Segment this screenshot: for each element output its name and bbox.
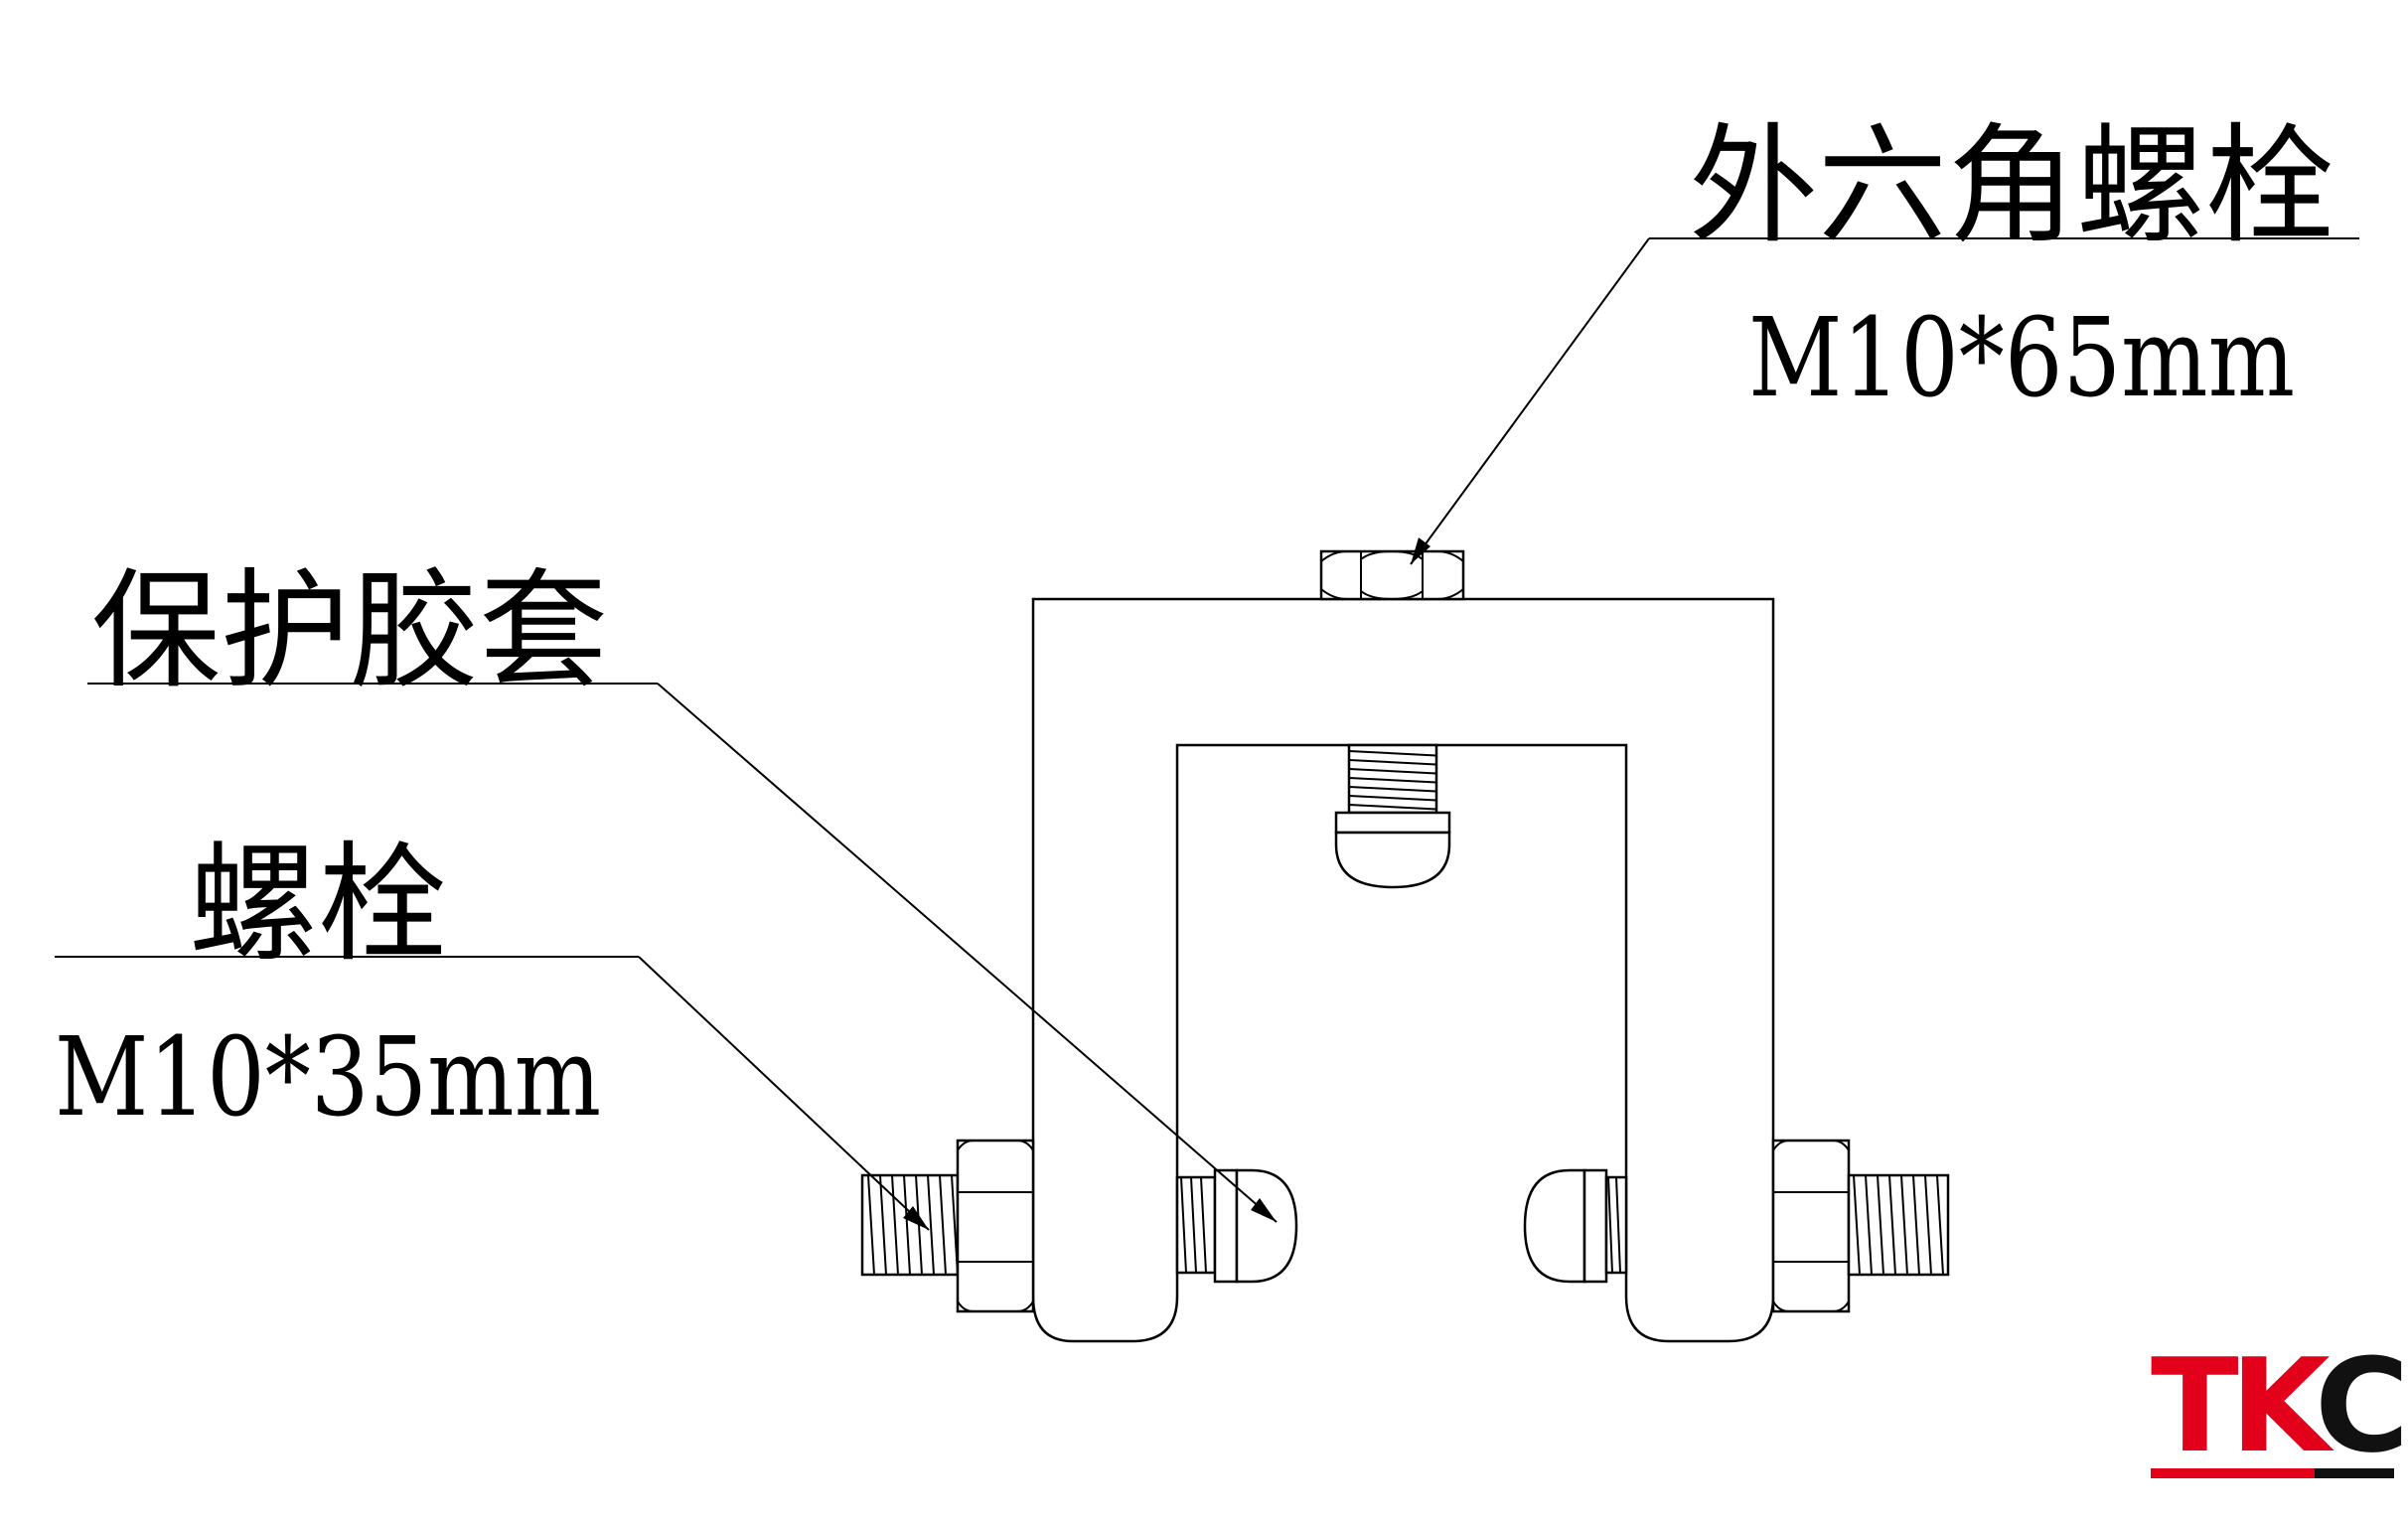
- right-side-bolt: [1523, 1139, 1950, 1313]
- logo-underline-black: [2315, 1468, 2394, 1478]
- hex-bolt-spec: M10*65mm: [1748, 294, 2295, 421]
- leader-side-bolt: [55, 956, 930, 1231]
- side-bolt-name: 螺栓: [189, 829, 447, 980]
- logo-letter-t: T: [2151, 1330, 2239, 1481]
- u-bracket: [1031, 597, 1775, 1343]
- logo-letter-k: K: [2230, 1330, 2334, 1481]
- logo-letter-c: C: [2315, 1330, 2408, 1481]
- leader-rubber-cap: [87, 683, 1278, 1223]
- tkc-logo: T K C: [2151, 1330, 2408, 1481]
- top-hex-bolt: [1319, 549, 1465, 889]
- leader-hex-bolt: [1410, 237, 2359, 565]
- side-bolt-spec: M10*35mm: [55, 1013, 601, 1141]
- logo-underline-red: [2151, 1468, 2315, 1478]
- left-side-bolt: [860, 1139, 1298, 1313]
- rubber-cap-name: 保护胶套: [91, 555, 608, 706]
- hex-bolt-name: 外六角螺栓: [1689, 110, 2334, 261]
